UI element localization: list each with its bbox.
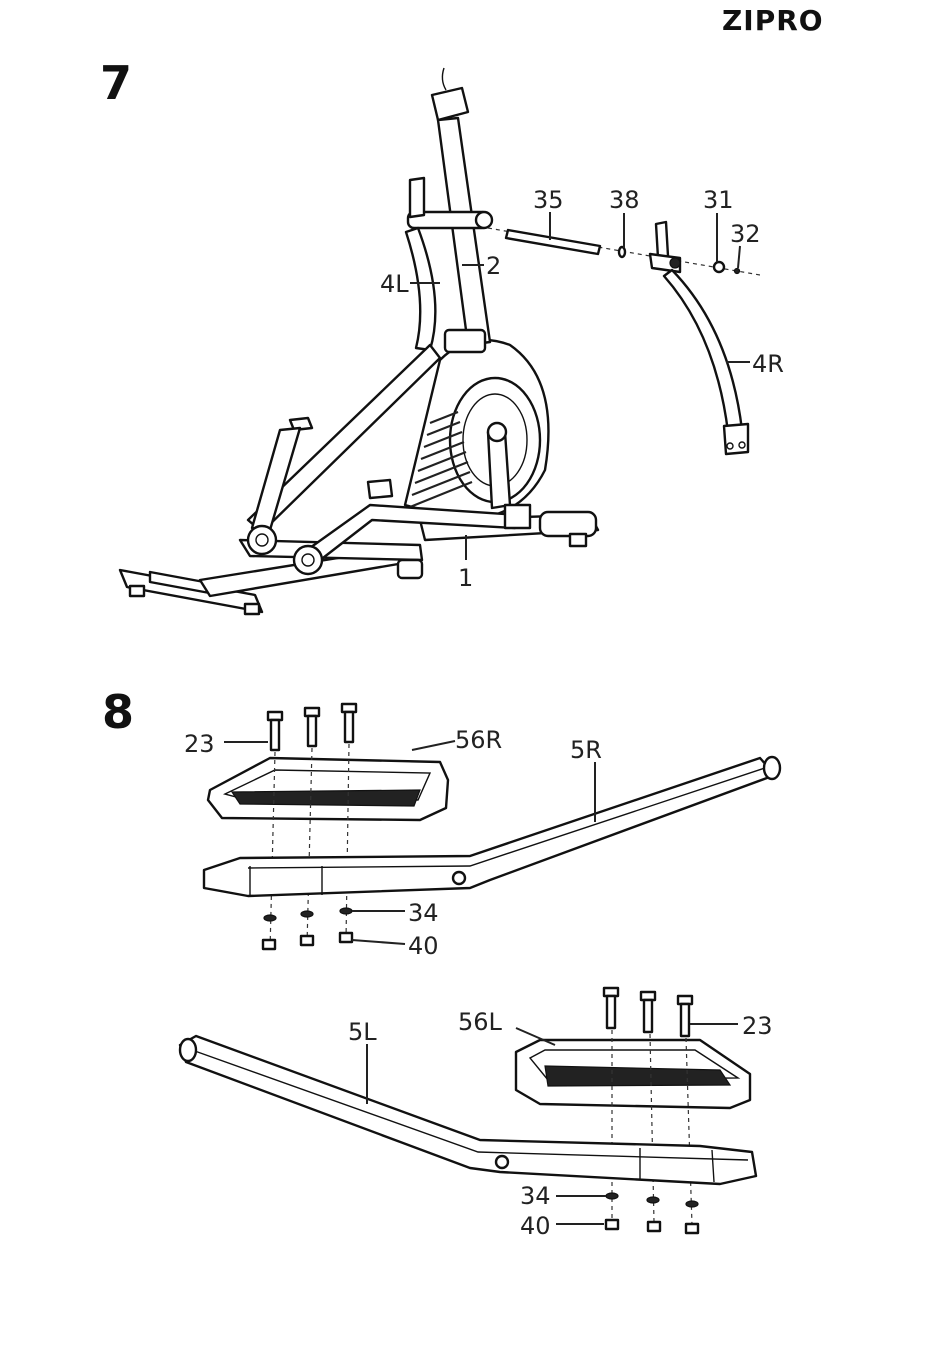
nut-40-l3 (686, 1224, 698, 1233)
label-5R: 5R (570, 736, 602, 764)
nut-40-r1 (263, 940, 275, 949)
right-handlebar-top (656, 222, 668, 258)
front-foot-right (570, 534, 586, 546)
bolts-23-left (604, 988, 692, 1036)
label-1: 1 (458, 564, 473, 592)
label-56R: 56R (455, 726, 502, 754)
pedal-arm-5R-endcap (764, 757, 780, 779)
washer-38 (619, 247, 625, 257)
pedal-arm-5R-hole (453, 872, 465, 884)
left-handlebar-top (410, 178, 424, 217)
bolt-32 (735, 269, 740, 274)
step8-right-pedal-diagram: 23 56R 5R 34 40 (184, 704, 780, 960)
footpad-56R-tread (232, 790, 420, 806)
crank-axle (488, 423, 506, 441)
crank-arm (488, 432, 510, 508)
label-2: 2 (486, 252, 501, 280)
step7-diagram: 35 38 31 32 2 4L 4R 1 (120, 68, 784, 614)
right-roller (294, 546, 322, 574)
crank-bracket (505, 505, 530, 528)
washer-34-l1 (606, 1193, 618, 1199)
label-31: 31 (703, 186, 734, 214)
left-roller (248, 526, 276, 554)
label-34-left: 34 (520, 1182, 551, 1210)
label-56L: 56L (458, 1008, 503, 1036)
washer-34-r2 (301, 911, 313, 917)
washer-34-l3 (686, 1201, 698, 1207)
label-4R: 4R (752, 350, 784, 378)
left-handlebar-arm (406, 228, 435, 350)
label-40-left: 40 (520, 1212, 551, 1240)
washer-34-l2 (647, 1197, 659, 1203)
front-mast (438, 118, 490, 345)
nut-40-r2 (301, 936, 313, 945)
pivot-block (368, 480, 392, 498)
label-23-right: 23 (184, 730, 215, 758)
mast-collar (445, 330, 485, 352)
nut-40-l2 (648, 1222, 660, 1231)
right-handlebar-bracket (724, 424, 748, 454)
bolts-23-right (268, 704, 356, 750)
footpad-56R (208, 758, 448, 820)
right-handlebar-arm (664, 270, 742, 432)
label-32: 32 (730, 220, 761, 248)
label-4L: 4L (380, 270, 409, 298)
washer-31 (714, 262, 724, 272)
label-38: 38 (609, 186, 640, 214)
console-cable (442, 68, 446, 90)
label-35: 35 (533, 186, 564, 214)
washer-34-r1 (264, 915, 276, 921)
rear-foot-left (130, 586, 144, 596)
label-5L: 5L (348, 1018, 377, 1046)
front-stabilizer-cap (540, 512, 596, 536)
pedal-arm-5L-endcap (180, 1039, 196, 1061)
step8-left-pedal-diagram: 23 56L 5L 34 40 (180, 988, 773, 1240)
nut-40-l1 (606, 1220, 618, 1229)
footpad-56L-tread (545, 1066, 730, 1086)
pedal-arm-5L-hole (496, 1156, 508, 1168)
axle-end-cap (476, 212, 492, 228)
label-34-right: 34 (408, 899, 439, 927)
washer-34-r3 (340, 908, 352, 914)
front-foot-left (398, 560, 422, 578)
console-bracket (432, 88, 468, 120)
axle-35 (506, 230, 600, 254)
rear-foot-right (245, 604, 259, 614)
nut-40-r3 (340, 933, 352, 942)
label-40-right: 40 (408, 932, 439, 960)
label-23-left: 23 (742, 1012, 773, 1040)
